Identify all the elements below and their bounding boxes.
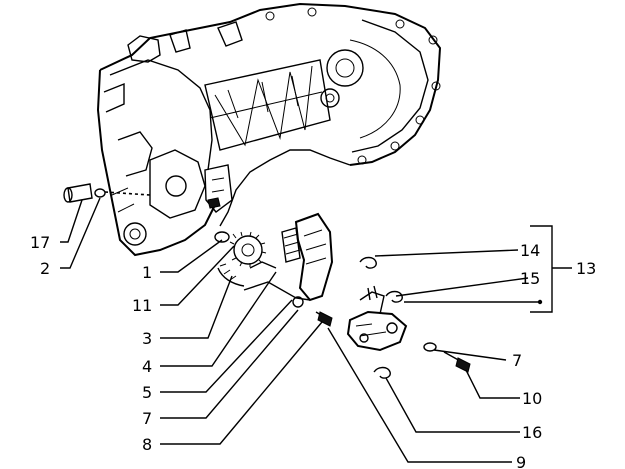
callout-13: 13	[576, 259, 596, 278]
crankcase-drawing	[96, 2, 442, 257]
callout-14: 14	[520, 241, 540, 260]
callout-4: 4	[142, 357, 152, 376]
callout-8: 8	[142, 435, 152, 454]
callout-7-right: 7	[512, 351, 522, 370]
callout-2: 2	[40, 259, 50, 278]
callout-17: 17	[30, 233, 50, 252]
leader-lines	[60, 197, 572, 463]
callout-7-left: 7	[142, 409, 152, 428]
callout-11: 11	[132, 296, 152, 315]
callout-10: 10	[522, 389, 542, 408]
callout-labels: 17 2 1 11 3 4 5 7 8 14 15 13 7 10 16 9	[30, 233, 596, 469]
callout-15: 15	[520, 269, 540, 288]
callout-5: 5	[142, 383, 152, 402]
callout-16: 16	[522, 423, 542, 442]
parts-drawing	[63, 183, 553, 379]
callout-9: 9	[516, 453, 526, 469]
callout-3: 3	[142, 329, 152, 348]
callout-1: 1	[142, 263, 152, 282]
